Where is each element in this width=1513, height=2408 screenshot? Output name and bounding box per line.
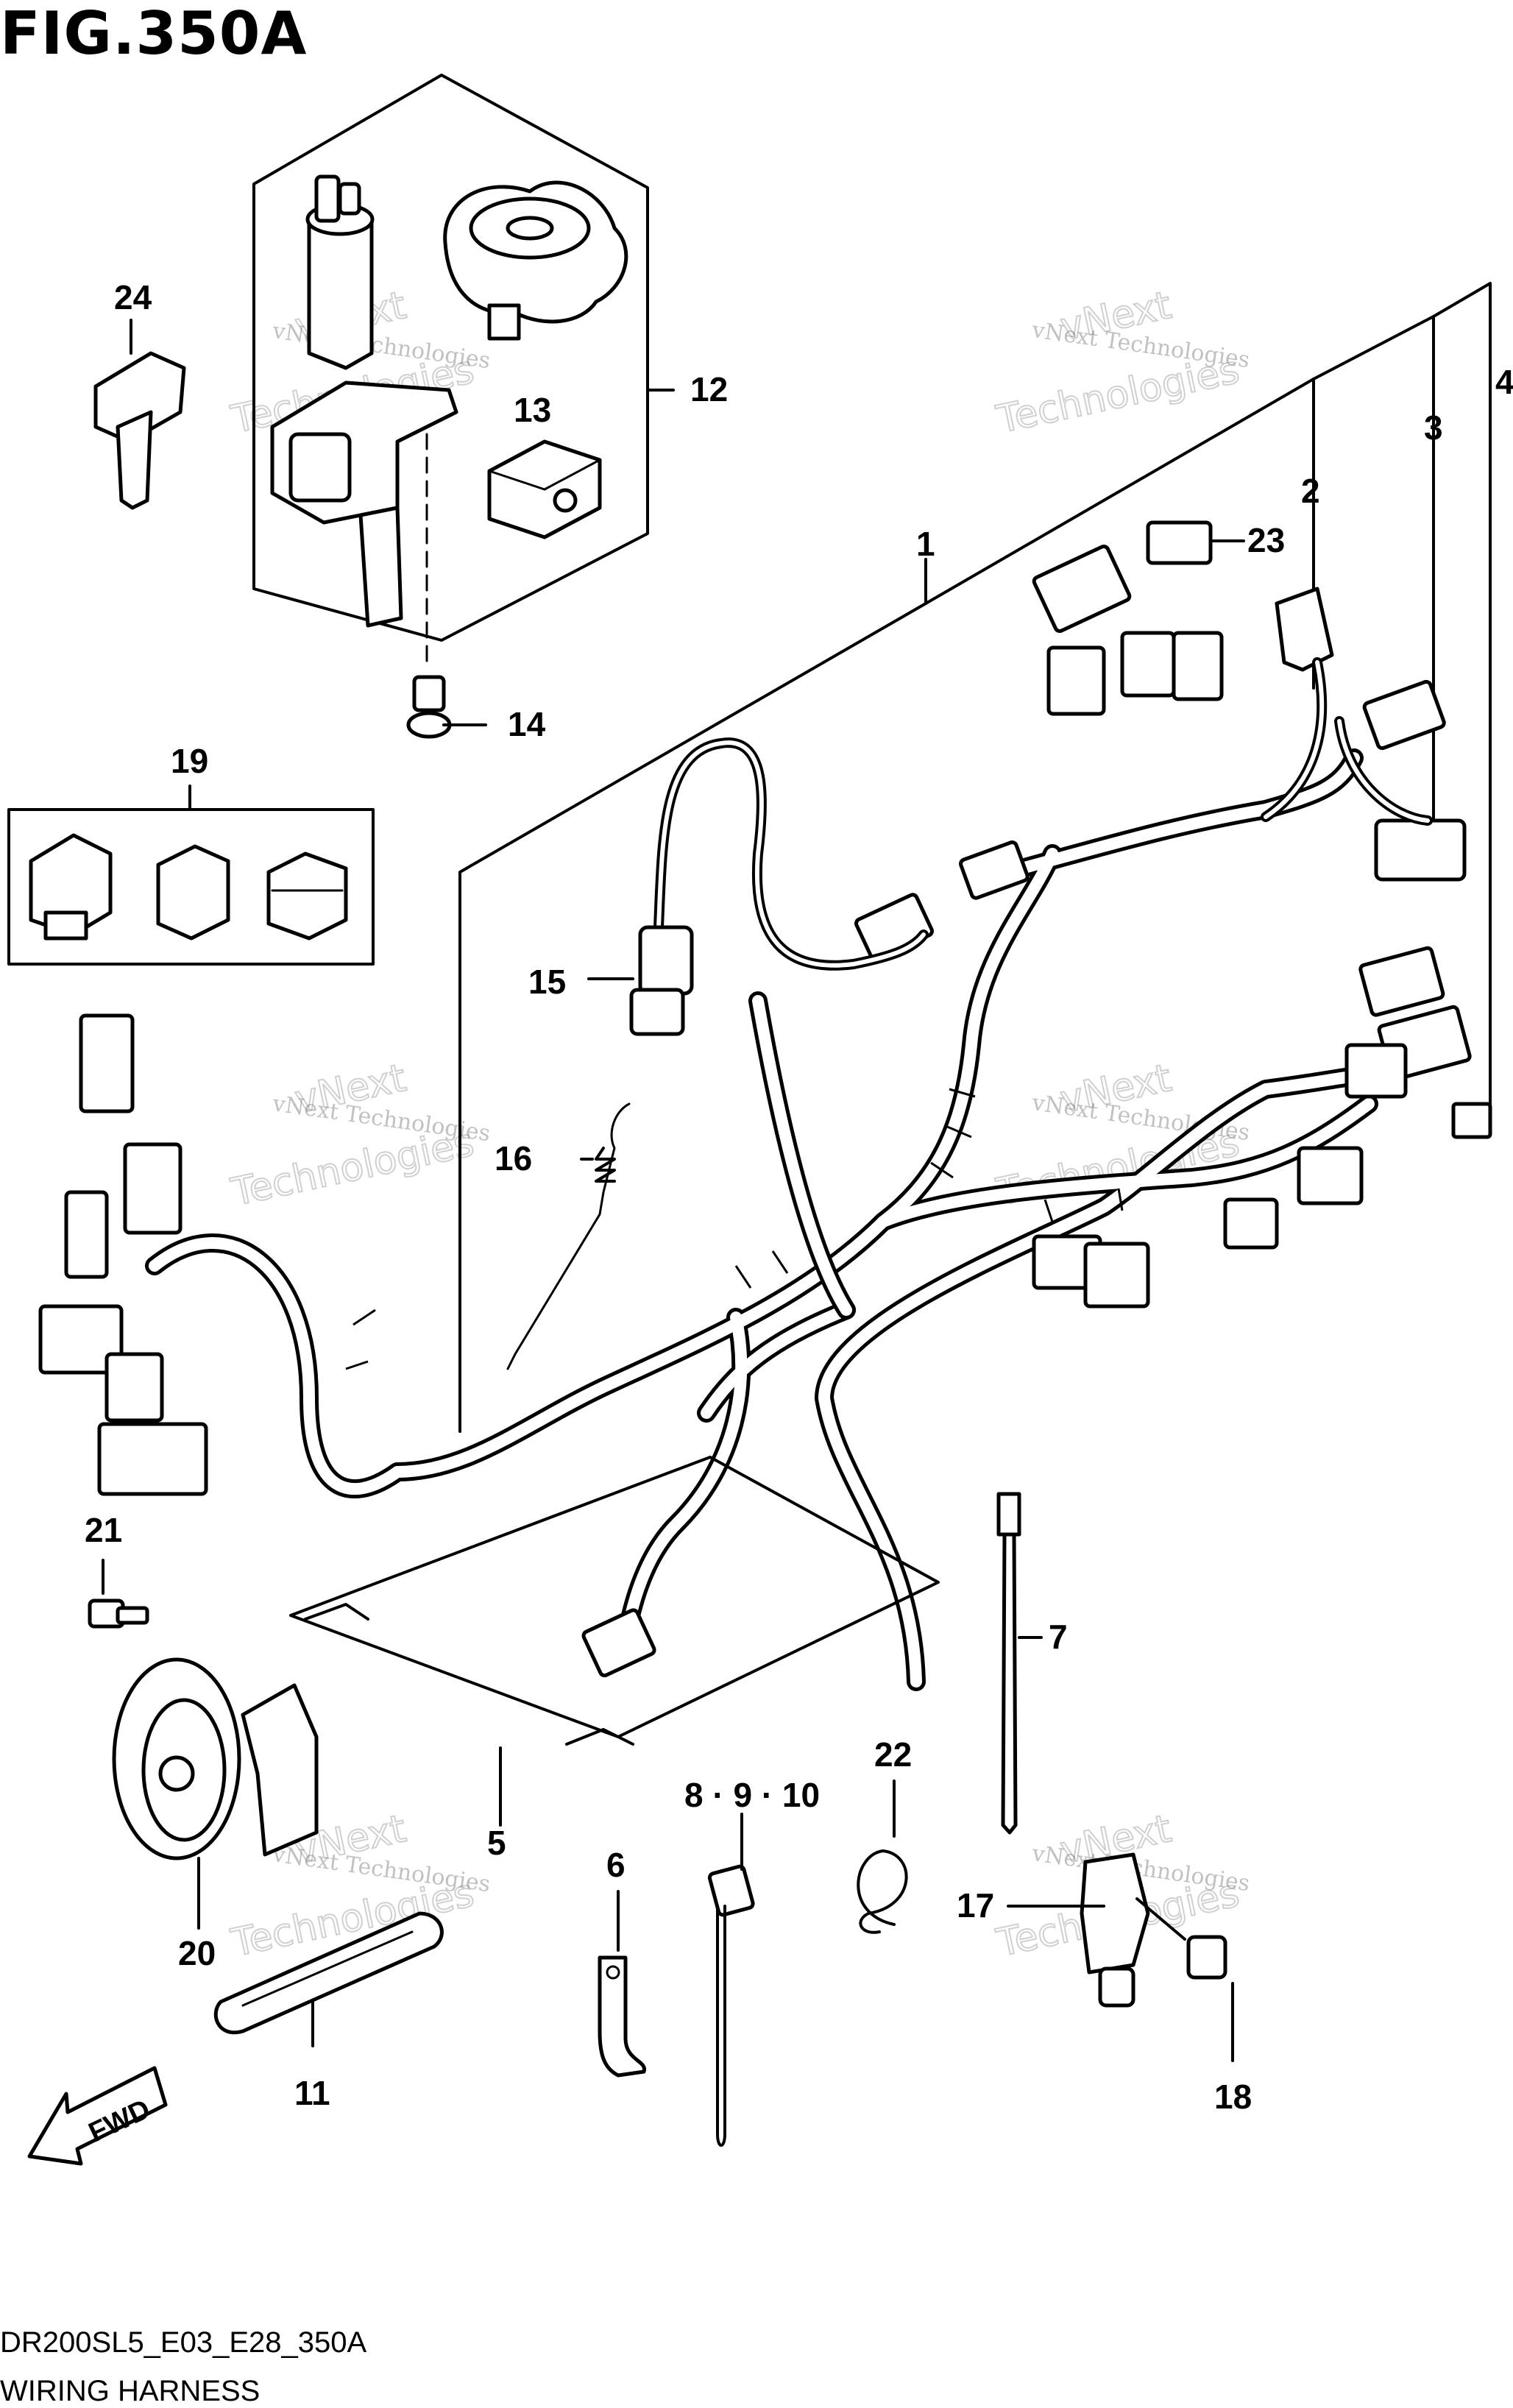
bolt-18 [1135, 1897, 1234, 2062]
screw-14 [406, 675, 487, 739]
callout-3: 3 [1424, 408, 1443, 447]
diagram-code: DR200SL5_E03_E28_350A [0, 2326, 367, 2359]
callout-18: 18 [1214, 2078, 1252, 2116]
clamp-6 [598, 1890, 646, 2078]
callout-12: 12 [690, 370, 728, 408]
clip-22 [857, 1780, 908, 1934]
callout-23: 23 [1247, 521, 1285, 559]
callout-1: 1 [916, 525, 935, 563]
seat-lock-cover [487, 439, 602, 539]
sensor-17 [1007, 1852, 1150, 2008]
figure-title: FIG.350A [0, 0, 308, 68]
callout-8-9-10: 8 · 9 · 10 [684, 1776, 820, 1814]
callout-17: 17 [957, 1886, 994, 1924]
clamp-11 [213, 1911, 444, 2047]
cable-tie-8-9-10 [707, 1813, 755, 2147]
harness-bracket [458, 282, 1492, 1433]
callout-13: 13 [514, 391, 551, 429]
callout-21: 21 [85, 1511, 122, 1549]
callout-20: 20 [178, 1934, 216, 1972]
ignition-switch-set-frame [252, 74, 675, 642]
callout-4: 4 [1495, 363, 1513, 401]
callout-19: 19 [171, 742, 208, 780]
ignition-switch-13 [270, 174, 458, 628]
callout-11: 11 [294, 2074, 330, 2112]
diagram-caption: WIRING HARNESS [0, 2375, 261, 2407]
lead-wire-2 [1261, 657, 1328, 822]
horn-20 [112, 1657, 319, 1930]
callout-22: 22 [874, 1735, 912, 1774]
sheet-5 [289, 1456, 940, 1827]
cable-tie-7 [996, 1492, 1043, 1835]
callout-2: 2 [1301, 472, 1320, 510]
callout-15: 15 [528, 963, 566, 1001]
callout-7: 7 [1049, 1618, 1068, 1656]
callout-14: 14 [508, 705, 546, 743]
forward-direction-arrow: FWD [27, 2066, 168, 2166]
callout-16: 16 [495, 1139, 532, 1178]
bolt-21 [88, 1559, 149, 1629]
callout-6: 6 [606, 1846, 626, 1884]
callout-24: 24 [114, 278, 152, 316]
spring-16 [506, 1102, 631, 1370]
fuse-holder-23 [1146, 520, 1245, 565]
neutral-switch-15 [587, 737, 929, 1036]
watermark: vNext Technologies vNext Technologies [992, 283, 1251, 443]
main-wiring-harness-1 [38, 544, 1472, 1691]
fuel-cap [443, 180, 628, 341]
callout-5: 5 [487, 1824, 506, 1862]
key-24 [93, 319, 186, 510]
lead-wire-3 [1334, 716, 1433, 826]
connector-set-19 [7, 785, 375, 966]
callout-labels: 1 2 3 4 5 6 7 8 · 9 · 10 11 12 13 14 15 … [85, 278, 1513, 2116]
watermark: vNext Technologies vNext Technologies [227, 1055, 492, 1216]
lead-wire-4 [1451, 1102, 1492, 1139]
